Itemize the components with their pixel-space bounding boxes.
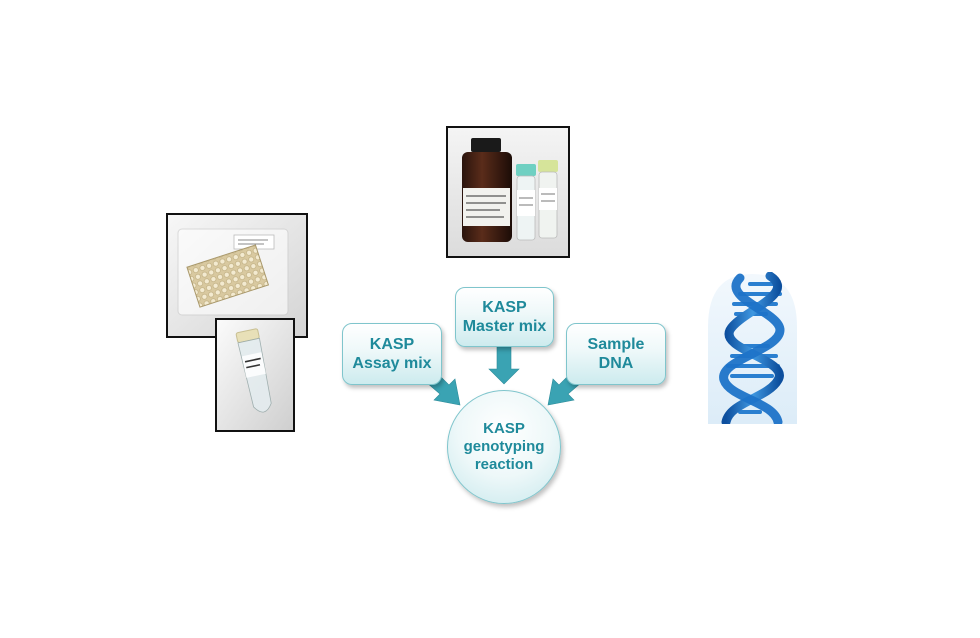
reaction-line3: reaction: [474, 456, 534, 473]
genotyping-reaction-circle: KASP genotyping reaction: [447, 390, 561, 504]
dna-helix-icon: [700, 271, 805, 427]
reaction-line1: KASP: [483, 420, 525, 437]
assay-mix-box: KASP Assay mix: [342, 323, 442, 385]
master-mix-bottles-photo: [446, 126, 570, 258]
master-mix-line1: KASP: [482, 299, 527, 316]
assay-mix-line1: KASP: [369, 336, 415, 353]
sample-dna-box: Sample DNA: [566, 323, 666, 385]
assay-mix-line2: Assay mix: [352, 355, 432, 372]
arrow-master-to-reaction: [488, 346, 520, 385]
sample-dna-line1: Sample: [587, 336, 645, 353]
sample-dna-line2: DNA: [598, 355, 634, 372]
reaction-line2: genotyping: [463, 438, 545, 455]
master-mix-line2: Master mix: [462, 318, 547, 335]
assay-plate-photo: [166, 213, 308, 338]
assay-tube-photo: [215, 318, 295, 432]
master-mix-box: KASP Master mix: [455, 287, 554, 347]
